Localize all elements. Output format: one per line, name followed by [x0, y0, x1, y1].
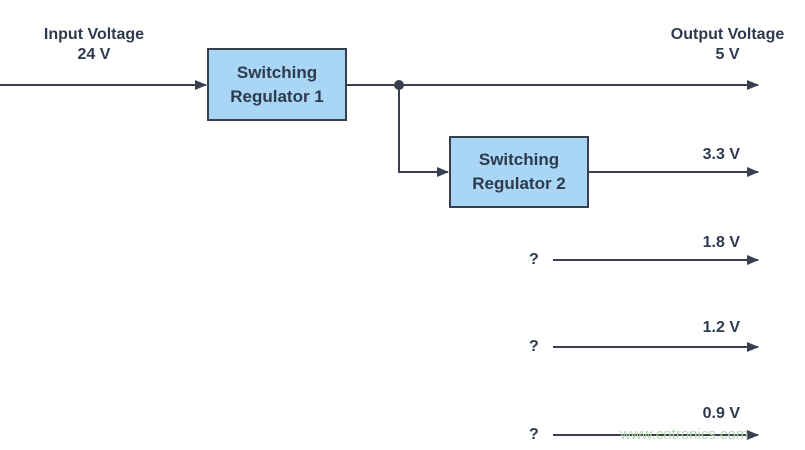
rail-label-1v8: 1.8 V — [702, 234, 740, 251]
rail-label-0v9: 0.9 V — [702, 405, 740, 422]
switching-regulator-1: Switching Regulator 1 — [207, 48, 347, 121]
branch-line — [398, 85, 449, 177]
regulator-1-line2: Regulator 1 — [230, 86, 324, 106]
output-voltage-label: Output Voltage 5 V — [655, 25, 800, 65]
rail-label-1v2: 1.2 V — [702, 319, 740, 336]
output-voltage-title: Output Voltage — [670, 26, 785, 43]
regulator-2-line2: Regulator 2 — [472, 174, 566, 193]
input-voltage-title: Input Voltage — [43, 26, 145, 43]
output-voltage-value: 5 V — [715, 46, 740, 63]
unknown-source-1v2: ? — [529, 338, 539, 355]
input-voltage-label: Input Voltage 24 V — [24, 25, 164, 65]
input-voltage-value: 24 V — [77, 46, 111, 63]
regulator-2-line1: Switching — [478, 150, 560, 169]
switching-regulator-2: Switching Regulator 2 — [449, 136, 589, 208]
rail-label-3v3: 3.3 V — [702, 146, 740, 163]
regulator-1-line1: Switching — [236, 62, 318, 82]
unknown-source-1v8: ? — [529, 251, 539, 268]
watermark: www.cntronics.com — [620, 426, 749, 443]
unknown-source-0v9: ? — [529, 426, 539, 443]
